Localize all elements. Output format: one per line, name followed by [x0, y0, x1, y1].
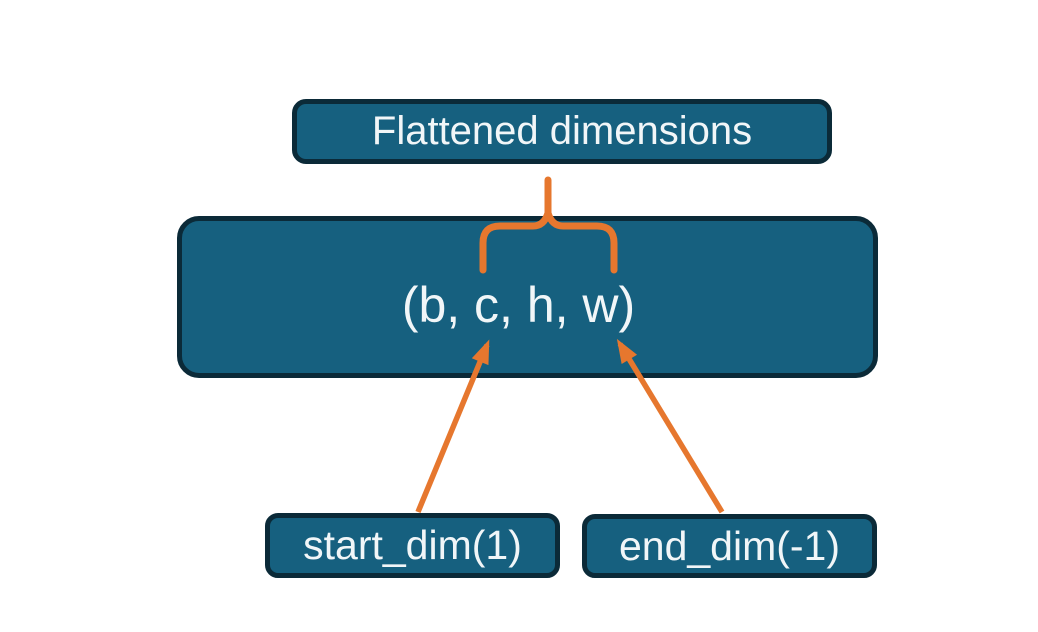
end-dim-label: end_dim(-1) [618, 522, 841, 569]
node-tensor-shape: (b, c, h, w) [177, 216, 878, 378]
flattened-dimensions-label: Flattened dimensions [371, 109, 753, 153]
node-start-dim: start_dim(1) [265, 513, 560, 578]
node-end-dim: end_dim(-1) [582, 514, 877, 578]
tensor-shape-label: (b, c, h, w) [401, 277, 636, 333]
start-dim-label: start_dim(1) [303, 522, 522, 568]
node-flattened-dimensions: Flattened dimensions [292, 99, 832, 164]
